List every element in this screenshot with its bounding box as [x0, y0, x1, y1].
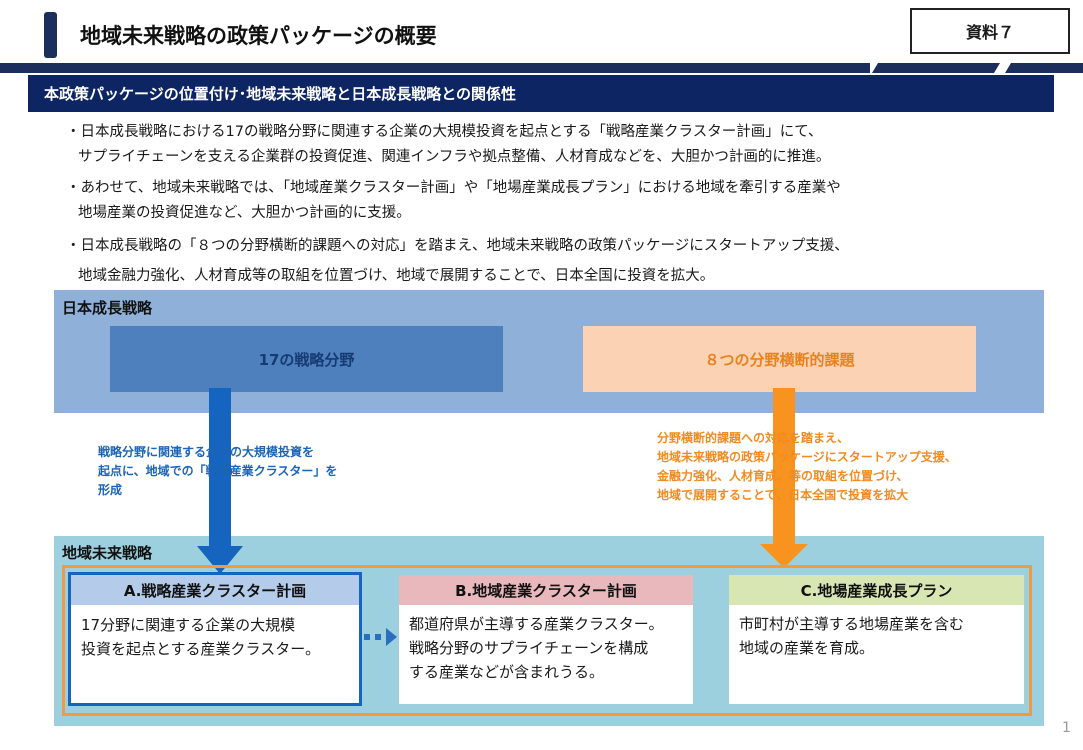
plan-c-body-line: 市町村が主導する地場産業を含む [739, 615, 965, 633]
bullet-3-line-2: 地域金融力強化、人材育成等の取組を位置づけ、地域で展開することで、日本全国に投資… [78, 268, 715, 284]
section-banner: 本政策パッケージの位置付け･地域未来戦略と日本成長戦略との関係性 [28, 75, 1054, 112]
cross-cutting-issues-box: ８つの分野横断的課題 [583, 326, 976, 392]
bullet-item-3: ・日本成長戦略の「８つの分野横断的課題への対応」を踏まえ、地域未来戦略の政策パッ… [66, 231, 849, 291]
blue-down-arrow [197, 388, 243, 574]
dotted-connector-arrow [364, 628, 397, 646]
blue-note-line: 形成 [98, 483, 123, 497]
plan-b-body-line: する産業などが含まれうる。 [409, 663, 605, 681]
plan-c-body: 市町村が主導する地場産業を含む 地域の産業を育成。 [729, 605, 1024, 670]
plan-b-body-line: 都道府県が主導する産業クラスター。 [409, 615, 664, 633]
bullet-item-1: ・日本成長戦略における17の戦略分野に関連する企業の大規模投資を起点とする「戦略… [66, 120, 830, 170]
page-number: 1 [1062, 720, 1071, 736]
page-title: 地域未来戦略の政策パッケージの概要 [80, 24, 437, 48]
blue-note-line: 起点に、地域での「戦略産業クラスター」を [98, 464, 338, 478]
plan-a-title: A.戦略産業クラスター計画 [71, 575, 359, 605]
plan-b-body: 都道府県が主導する産業クラスター。 戦略分野のサプライチェーンを構成 する産業な… [399, 605, 693, 694]
regional-strategy-label: 地域未来戦略 [62, 544, 153, 562]
plan-b-card: B.地域産業クラスター計画 都道府県が主導する産業クラスター。 戦略分野のサプラ… [399, 575, 693, 704]
plans-frame [62, 565, 1032, 716]
plan-a-card: A.戦略産業クラスター計画 17分野に関連する企業の大規模 投資を起点とする産業… [68, 572, 362, 706]
plan-a-body-line: 投資を起点とする産業クラスター。 [81, 640, 321, 658]
strategic-fields-box: 17の戦略分野 [110, 326, 503, 392]
plan-c-title: C.地場産業成長プラン [729, 575, 1024, 605]
orange-arrow-note: 分野横断的課題への対応を踏まえ、 地域未来戦略の政策パッケージにスタートアップ支… [657, 429, 1027, 505]
bullet-3-line-1: ・日本成長戦略の「８つの分野横断的課題への対応」を踏まえ、地域未来戦略の政策パッ… [66, 238, 849, 254]
bullet-1-line-1: ・日本成長戦略における17の戦略分野に関連する企業の大規模投資を起点とする「戦略… [66, 124, 823, 140]
orange-note-line: 地域未来戦略の政策パッケージにスタートアップ支援、 [657, 450, 957, 464]
plan-c-card: C.地場産業成長プラン 市町村が主導する地場産業を含む 地域の産業を育成。 [729, 575, 1024, 704]
plan-a-body: 17分野に関連する企業の大規模 投資を起点とする産業クラスター。 [71, 605, 359, 671]
bullet-2-line-1: ・あわせて、地域未来戦略では、「地域産業クラスター計画」や「地場産業成長プラン」… [66, 180, 841, 196]
bullet-item-2: ・あわせて、地域未来戦略では、「地域産業クラスター計画」や「地場産業成長プラン」… [66, 176, 841, 226]
plan-b-body-line: 戦略分野のサプライチェーンを構成 [409, 639, 649, 657]
orange-note-line: 分野横断的課題への対応を踏まえ、 [657, 431, 850, 445]
bullet-1-line-2: サプライチェーンを支える企業群の投資促進、関連インフラや拠点整備、人材育成などを… [78, 149, 831, 165]
orange-down-arrow [760, 388, 808, 568]
blue-arrow-note: 戦略分野に関連する企業の大規模投資を 起点に、地域での「戦略産業クラスター」を … [98, 443, 398, 500]
plan-c-body-line: 地域の産業を育成。 [739, 639, 875, 657]
document-label: 資料７ [910, 8, 1070, 54]
orange-note-line: 地域で展開することで、日本全国で投資を拡大 [657, 488, 909, 502]
bullet-2-line-2: 地場産業の投資促進など、大胆かつ計画的に支援。 [78, 205, 411, 221]
plan-b-title: B.地域産業クラスター計画 [399, 575, 693, 605]
plan-a-body-line: 17分野に関連する企業の大規模 [81, 616, 296, 634]
header-rule [0, 63, 1083, 73]
title-accent-bar [44, 12, 57, 58]
orange-note-line: 金融力強化、人材育成、等の取組を位置づけ、 [657, 469, 909, 483]
growth-strategy-label: 日本成長戦略 [62, 299, 153, 317]
blue-note-line: 戦略分野に関連する企業の大規模投資を [98, 445, 315, 459]
